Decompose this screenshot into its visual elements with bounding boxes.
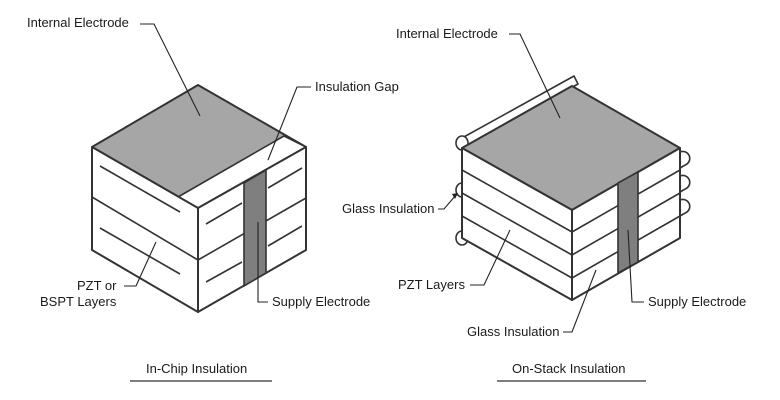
left-supply-electrode [243, 168, 267, 288]
left-side-electrode-line [267, 225, 303, 247]
leader-supply-electrode [257, 222, 268, 303]
leader-insulation-gap [267, 86, 311, 161]
leader-arrowhead [452, 193, 458, 199]
in-chip-labels: Internal Electrode Insulation Gap PZT or… [27, 15, 399, 382]
right-layer-line [461, 215, 573, 279]
left-internal-electrode-line [99, 165, 181, 213]
in-chip-stack [91, 84, 307, 313]
label-pzt-layers: PZT Layers [398, 277, 465, 292]
label-pzt-line2: BSPT Layers [40, 294, 117, 309]
leader-internal-electrode-right [509, 33, 561, 119]
left-layer-divider-front [91, 196, 199, 261]
on-stack-stack [455, 75, 691, 301]
left-side-electrode-line [205, 261, 243, 283]
caption-in-chip-insulation: In-Chip Insulation [146, 361, 247, 376]
label-supply-electrode-right: Supply Electrode [648, 294, 746, 309]
leader-pzt-layers-right [470, 229, 511, 286]
label-glass-insulation-side: Glass Insulation [342, 201, 435, 216]
right-layer-line [461, 169, 573, 233]
label-internal-electrode: Internal Electrode [27, 15, 129, 30]
right-layer-line [461, 192, 573, 256]
leader-glass-insulation-bottom [563, 269, 597, 333]
label-glass-insulation-bottom: Glass Insulation [467, 324, 560, 339]
left-side-electrode-line [267, 167, 303, 189]
left-side-electrode-line [205, 202, 243, 225]
caption-on-stack-insulation: On-Stack Insulation [512, 361, 625, 376]
label-insulation-gap: Insulation Gap [315, 79, 399, 94]
leader-supply-electrode-right [627, 229, 644, 303]
leader-internal-electrode [140, 23, 201, 117]
right-supply-electrode [617, 170, 639, 275]
on-stack-labels: Internal Electrode Glass Insulation PZT … [342, 26, 746, 382]
left-internal-electrode-line [99, 227, 181, 275]
leader-glass-insulation-side [438, 194, 457, 210]
leader-pzt-layers [124, 241, 157, 287]
label-supply-electrode: Supply Electrode [272, 294, 370, 309]
label-pzt-line1: PZT or [77, 278, 117, 293]
label-internal-electrode-right: Internal Electrode [396, 26, 498, 41]
